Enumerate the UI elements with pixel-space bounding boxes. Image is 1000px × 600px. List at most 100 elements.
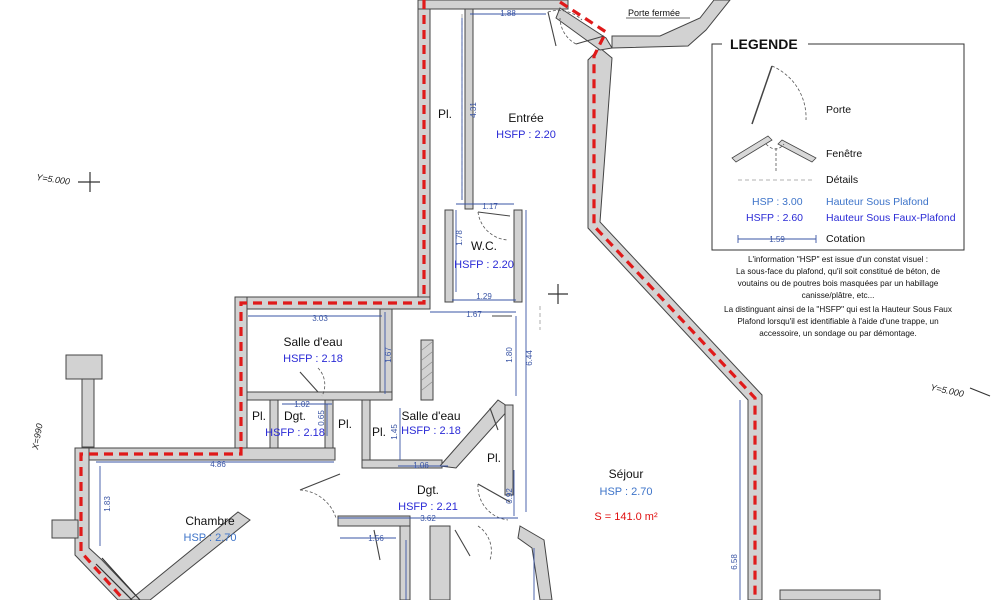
dim-door-small: 0.92 [505,488,514,504]
legend-cotation-sample: 1.59 [769,235,785,244]
room-dgt-1-hsfp: HSFP : 2.18 [265,427,325,439]
dim-dgt-width: 1.02 [294,400,310,409]
wall-salle-eau-2-left [361,399,371,469]
wall-left-protrusion [65,354,103,380]
wall-sejour-right [587,47,763,600]
placard-entree: Pl. [438,107,452,121]
legend-details: Détails [826,174,858,186]
window-chambre [95,557,141,600]
label-porte-fermee: Porte fermée [628,8,680,18]
wall-left-stub [51,519,79,539]
legend-title: LEGENDE [730,36,798,52]
door-salle-eau [299,371,319,393]
door-entree [547,11,557,47]
legend-window-icon [731,135,817,172]
dim-corridor-width: 1.67 [466,310,482,319]
door-bottom [454,529,471,557]
legend-hsp-sample: HSP : 3.00 [752,196,803,208]
room-dgt-2-name: Dgt. [417,483,439,497]
room-wc-hsfp: HSFP : 2.20 [454,259,514,271]
dim-salle-eau-height: 1.67 [384,347,393,363]
axis-y-left: Y=5.000 [36,172,71,187]
wall-dgt-bottom-right [517,525,553,600]
wall-chambre-diagonal [129,511,251,600]
wall-salle-eau-2-bottom [361,459,443,469]
wall-wc-right [513,209,523,303]
room-salle-eau-2-hsfp: HSFP : 2.18 [401,425,461,437]
room-salle-eau-1-name: Salle d'eau [283,335,342,349]
gaine-hatch [421,341,433,391]
wall-wc-left [444,209,454,303]
axis-marks [78,172,991,397]
room-wc-name: W.C. [471,239,497,253]
note-line-4: canisse/plâtre, etc... [802,291,875,300]
dim-entree-width: 1.88 [500,9,516,18]
legend-cotation: Cotation [826,233,865,245]
wall-pl-2 [324,399,334,449]
dimension-lines [96,13,741,600]
legend-fenetre: Fenêtre [826,148,862,160]
room-salle-eau-1-hsfp: HSFP : 2.18 [283,353,343,365]
placard-dgt-2: Pl. [487,451,501,465]
placard-dgt-left: Pl. [252,409,266,423]
dim-salle-eau-2-width: 1.06 [413,461,429,470]
door-bottom-2 [373,529,381,561]
dim-wc-bottom: 1.29 [476,292,492,301]
dim-dgt-height: 0.65 [317,410,326,426]
door-sejour [477,483,511,503]
door-chambre [299,473,341,491]
axis-y-right: Y=5.000 [930,382,965,399]
wall-pl-1 [269,399,279,449]
dim-salle-eau-2-height: 1.45 [390,424,399,440]
room-dgt-1-name: Dgt. [284,409,306,423]
room-sejour-area: S = 141.0 m² [594,511,658,523]
wall-dgt-bottom-1 [337,515,411,527]
legend-hsfp-label: Hauteur Sous Faux-Plafond [826,212,956,224]
wall-chambre-left [74,447,141,600]
room-sejour-name: Séjour [609,467,644,481]
room-chambre-hsp: HSP : 2.70 [184,532,237,544]
detail-lines [461,14,541,330]
legend: LEGENDE Porte Fenêtre Détails HSP : 3.00… [711,35,965,251]
axis-x: X=990 [30,423,45,452]
placard-dgt-right: Pl. [338,417,352,431]
note-line-6: Plafond lorsqu'il est identifiable à l'a… [737,317,939,326]
wall-pl-right [504,404,514,496]
dim-dgt-2-width: 3.62 [420,514,436,523]
note-line-7: accessoire, un sondage ou par démontage. [759,329,917,338]
dim-entree-height: 4.31 [469,102,478,118]
wall-salle-eau-bottom [246,391,393,401]
note-line-1: L'information "HSP" est issue d'un const… [748,255,928,264]
dim-bottom-small: 1.56 [368,534,384,543]
legend-hsfp-sample: HSFP : 2.60 [746,212,803,224]
dim-wc-side: 1.78 [455,230,464,246]
wall-entree-top [417,0,569,10]
legend-door-icon [751,65,807,125]
dim-chambre-height: 1.83 [103,496,112,512]
room-entree-hsfp: HSFP : 2.20 [496,129,556,141]
wall-dgt-bottom-2 [399,525,411,600]
wall-dgt-bottom-3 [429,525,451,600]
surface-boundary [79,0,757,600]
placard-salle-eau-2: Pl. [372,425,386,439]
wall-gaine [420,339,434,401]
legend-hsp-label: Hauteur Sous Plafond [826,196,929,208]
note-line-2: La sous-face du plafond, qu'il soit cons… [736,267,941,276]
room-sejour-hsp: HSP : 2.70 [600,486,653,498]
doors [299,10,605,561]
wall-bottom-right [779,589,881,600]
room-entree-name: Entrée [508,111,544,125]
door-entree-2 [575,35,605,45]
wall-top-right [555,7,613,51]
note-line-5: La distinguant ainsi de la "HSFP" qui es… [724,305,952,314]
dim-right-wall: 6.58 [730,554,739,570]
legend-cotation-icon [737,235,817,243]
dim-salle-eau-width: 3.03 [312,314,328,323]
hsp-note: L'information "HSP" est issue d'un const… [724,255,952,338]
room-dgt-2-hsfp: HSFP : 2.21 [398,501,458,513]
legend-porte: Porte [826,104,851,116]
note-line-3: voutains ou de poutres bois masquées par… [738,279,939,288]
dim-corridor-height: 1.80 [505,347,514,363]
wall-left-column [81,378,95,448]
